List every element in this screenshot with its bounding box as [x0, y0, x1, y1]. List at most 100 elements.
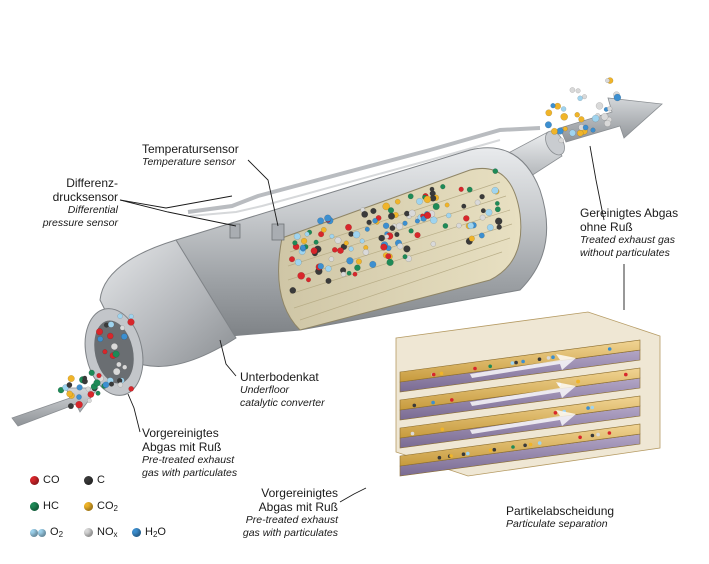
particle-dot	[461, 452, 466, 457]
particle-dot	[317, 217, 324, 225]
label-temperature-sensor: Temperatursensor Temperature sensor	[142, 142, 239, 169]
particle-dot	[514, 360, 518, 365]
particle-dot	[590, 405, 594, 410]
particle-dot	[66, 382, 73, 388]
particle-dot	[613, 93, 622, 102]
legend-label-sub: x	[113, 530, 118, 539]
particle-dot	[492, 168, 499, 174]
particle-dot	[294, 258, 302, 266]
particle-dot	[578, 116, 585, 123]
particle-dot	[480, 208, 486, 214]
particle-dot	[93, 379, 101, 387]
label-pre2-en-1: Pre-treated exhaust	[245, 514, 338, 526]
filter-core-cutaway	[278, 168, 522, 331]
particle-dot	[394, 198, 401, 205]
particle-dot	[414, 218, 420, 224]
particle-dot	[423, 195, 432, 204]
label-clean-en-2: without particulates	[580, 247, 670, 259]
particle-dot	[334, 236, 342, 244]
particle-dot	[590, 433, 595, 438]
legend-item-o2: O2	[30, 526, 63, 539]
particle-dot	[578, 435, 582, 440]
particle-dot	[95, 328, 103, 336]
label-pre2-de-2: Abgas mit Ruß	[258, 500, 338, 514]
particle-dot	[97, 336, 104, 343]
particle-dot	[378, 234, 386, 242]
label-clean-en-1: Treated exhaust gas	[580, 234, 675, 246]
particle-dot	[325, 265, 332, 272]
legend-label: H2O	[145, 526, 166, 539]
sensor-line-upper	[187, 126, 541, 214]
particle-dot	[304, 231, 310, 237]
label-diff-de-1: Differenz-	[66, 176, 118, 190]
particle-dot	[76, 384, 83, 391]
particle-dot	[424, 211, 432, 220]
particle-dot	[560, 113, 569, 121]
particle-dot	[450, 398, 454, 402]
particle-dot	[407, 193, 414, 200]
particle-dot	[444, 202, 450, 208]
label-pre1-en-2: gas with particulates	[142, 467, 238, 479]
flow-arrow	[470, 410, 576, 434]
particle-dot	[537, 441, 542, 445]
label-diff-en-1: Differential	[67, 204, 118, 216]
exhaust-particles	[57, 77, 622, 410]
particle-dot	[345, 223, 352, 231]
particle-dot	[586, 406, 590, 410]
particle-dot	[528, 442, 533, 447]
particle-dot	[387, 207, 395, 214]
particle-dot	[324, 214, 332, 222]
filter-wall	[399, 395, 641, 439]
particle-dot	[329, 233, 335, 239]
particle-dot	[67, 403, 74, 410]
particle-dot	[355, 258, 362, 265]
hc-molecule-icon	[30, 501, 39, 511]
particle-dot	[121, 333, 128, 340]
particle-dot	[461, 203, 467, 209]
sensor-line-lower	[189, 139, 501, 217]
particle-dot	[95, 390, 101, 396]
particle-dot	[313, 239, 319, 245]
particle-dot	[396, 242, 404, 250]
particle-dot	[494, 200, 500, 206]
particle-dot	[82, 375, 88, 381]
particle-dot	[510, 361, 515, 365]
legend-label-main: CO	[97, 500, 114, 512]
particle-dot	[439, 371, 444, 376]
particle-dot	[112, 367, 121, 376]
particle-dot	[292, 240, 298, 246]
particle-dot	[442, 223, 449, 229]
particle-dot	[523, 443, 527, 448]
label-treated-exhaust: Gereinigtes Abgas ohne Ruß Treated exhau…	[580, 206, 678, 260]
particle-dot	[394, 231, 400, 238]
legend-item-co2: CO2	[84, 500, 118, 513]
particle-dot	[582, 94, 588, 100]
o2-molecule-icon	[30, 528, 46, 537]
particle-dot	[569, 87, 576, 93]
particle-dot	[521, 359, 525, 364]
legend-item-c: C	[84, 474, 105, 486]
particle-dot	[117, 382, 124, 388]
particle-dot	[576, 129, 584, 137]
particle-dot	[546, 356, 551, 360]
particle-dot	[354, 264, 361, 271]
particle-dot	[352, 271, 358, 277]
flow-arrow	[470, 354, 576, 378]
label-pre1-de-1: Vorgereinigtes	[142, 426, 219, 440]
particle-dot	[359, 238, 365, 244]
particle-dot	[432, 202, 440, 210]
particle-dot	[596, 432, 600, 437]
particle-dot	[380, 243, 388, 251]
particle-dot	[289, 287, 297, 294]
label-under-de: Unterbodenkat	[240, 370, 319, 384]
particle-dot	[108, 381, 115, 387]
particle-dot	[67, 375, 75, 383]
co2-molecule-icon	[84, 502, 93, 511]
particle-dot	[102, 349, 108, 355]
particle-dot	[478, 232, 485, 239]
label-diff-en-2: pressure sensor	[42, 217, 118, 229]
particle-dot	[605, 78, 610, 84]
legend-label: C	[97, 474, 105, 486]
particle-dot	[430, 241, 436, 247]
